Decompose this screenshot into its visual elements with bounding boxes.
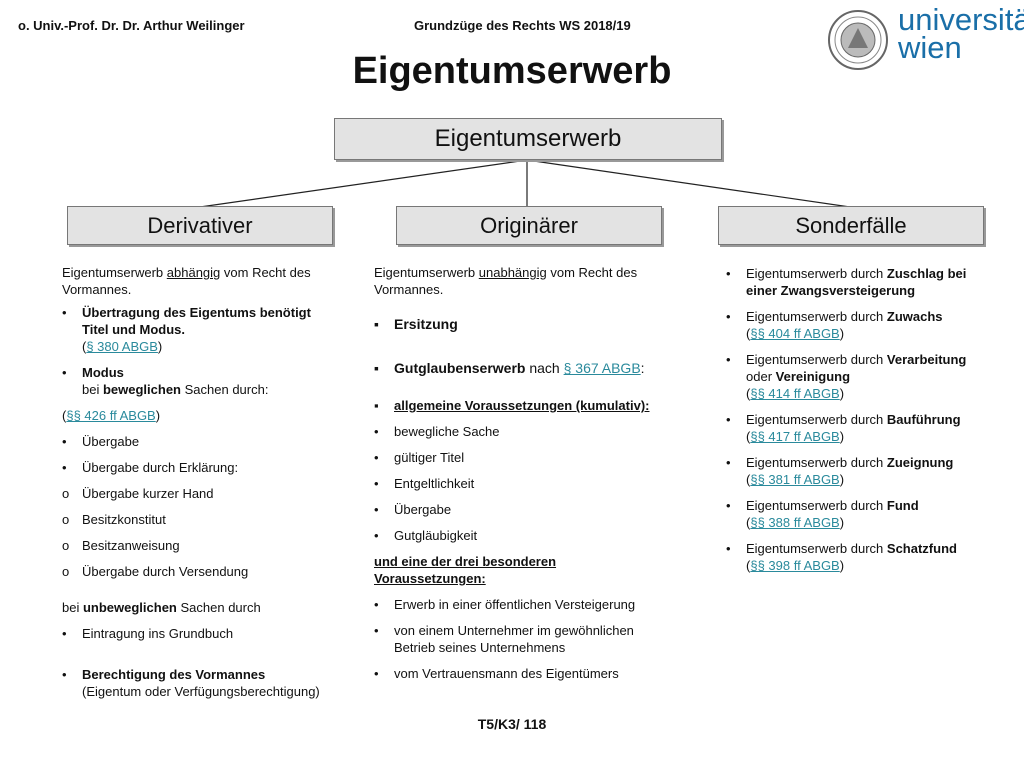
- bullet-icon: •: [374, 450, 379, 465]
- root-node: Eigentumserwerb: [334, 118, 722, 160]
- bullet-icon: •: [62, 667, 67, 682]
- branch-originaer: Originärer: [396, 206, 662, 245]
- header-author: o. Univ.-Prof. Dr. Dr. Arthur Weilinger: [18, 18, 245, 33]
- link-398-abgb[interactable]: §§ 398 ff ABGB: [750, 558, 840, 573]
- bullet-icon: •: [726, 412, 731, 427]
- link-380-abgb[interactable]: § 380 ABGB: [86, 339, 158, 354]
- originaer-intro: Eigentumserwerb unabhängig vom Recht des…: [374, 265, 638, 297]
- bullet-icon: •: [374, 424, 379, 439]
- list-item: •Eigentumserwerb durch Zueignung(§§ 381 …: [726, 455, 954, 487]
- list-item: •vom Vertrauensmann des Eigentümers: [374, 666, 619, 681]
- derivativ-intro: Eigentumserwerb abhängig vom Recht des V…: [62, 265, 311, 297]
- derivativ-column: Eigentumserwerb abhängig vom Recht des V…: [62, 264, 324, 709]
- list-item: ▪Ersitzung: [374, 316, 458, 332]
- link-388-abgb[interactable]: §§ 388 ff ABGB: [750, 515, 840, 530]
- bullet-icon: •: [374, 476, 379, 491]
- connector-derivativ: [199, 159, 528, 208]
- page-title: Eigentumserwerb: [352, 50, 672, 92]
- list-item: •Berechtigung des Vormannes(Eigentum ode…: [62, 667, 320, 699]
- circle-bullet-icon: o: [62, 486, 70, 501]
- list-item: •Eigentumserwerb durch Bauführung (§§ 41…: [726, 412, 961, 444]
- bullet-icon: •: [62, 460, 67, 475]
- bullet-icon: •: [374, 597, 379, 612]
- list-item: • Modus bei beweglichen Sachen durch:: [62, 365, 269, 397]
- bullet-icon: •: [726, 309, 731, 324]
- link-414-abgb[interactable]: §§ 414 ff ABGB: [750, 386, 840, 401]
- link-381-abgb[interactable]: §§ 381 ff ABGB: [750, 472, 840, 487]
- list-item: •Entgeltlichkeit: [374, 476, 475, 491]
- list-item: •Eintragung ins Grundbuch: [62, 626, 234, 641]
- list-item: •bewegliche Sache: [374, 424, 500, 439]
- link-367-abgb[interactable]: § 367 ABGB: [563, 360, 641, 376]
- originaer-special: und eine der drei besonderen Voraussetzu…: [374, 554, 557, 586]
- bullet-icon: •: [726, 266, 731, 281]
- square-bullet-icon: ▪: [374, 316, 379, 332]
- circle-bullet-icon: o: [62, 538, 70, 553]
- bullet-icon: •: [374, 528, 379, 543]
- sonder-column: •Eigentumserwerb durch Zuschlag bei eine…: [726, 265, 971, 583]
- list-item: •Erwerb in einer öffentlichen Versteiger…: [374, 597, 636, 612]
- logo-line1: universität: [898, 2, 1024, 37]
- list-item: •von einem Unternehmer im gewöhnlichen B…: [374, 623, 634, 655]
- derivativ-ref: (§§ 426 ff ABGB): [62, 408, 161, 423]
- branch-derivativ: Derivativer: [67, 206, 333, 245]
- list-item: • Übertragung des Eigentums benötigt Tit…: [62, 305, 311, 354]
- header-course: Grundzüge des Rechts WS 2018/19: [414, 18, 631, 33]
- list-item: •Übergabe durch Erklärung:: [62, 460, 239, 475]
- link-426-abgb[interactable]: §§ 426 ff ABGB: [66, 408, 156, 423]
- circle-bullet-icon: o: [62, 512, 70, 527]
- square-bullet-icon: ▪: [374, 360, 379, 376]
- connector-sonder: [526, 159, 851, 208]
- bullet-icon: •: [62, 434, 67, 449]
- bullet-icon: •: [62, 305, 67, 320]
- bullet-icon: •: [374, 502, 379, 517]
- bullet-icon: •: [62, 365, 67, 380]
- circle-bullet-icon: o: [62, 564, 70, 579]
- slide-number: T5/K3/ 118: [477, 716, 547, 732]
- originaer-column: Eigentumserwerb unabhängig vom Recht des…: [374, 264, 684, 691]
- derivativ-immo: bei unbeweglichen Sachen durch: [62, 600, 261, 615]
- bullet-icon: •: [726, 498, 731, 513]
- square-bullet-icon: ▪: [374, 398, 379, 413]
- list-item: •Eigentumserwerb durch Zuschlag bei eine…: [726, 266, 967, 298]
- list-item: ▪allgemeine Voraussetzungen (kumulativ):: [374, 398, 650, 413]
- bullet-icon: •: [374, 666, 379, 681]
- list-item: •Eigentumserwerb durch Zuwachs(§§ 404 ff…: [726, 309, 943, 341]
- list-item: •Übergabe: [374, 502, 452, 517]
- list-item: •gültiger Titel: [374, 450, 465, 465]
- list-item: ▪Gutglaubenserwerb nach § 367 ABGB:: [374, 360, 645, 376]
- branch-sonderfaelle: Sonderfälle: [718, 206, 984, 245]
- university-logo: universität wien: [898, 2, 1024, 65]
- bullet-icon: •: [374, 623, 379, 638]
- bullet-icon: •: [62, 626, 67, 641]
- link-404-abgb[interactable]: §§ 404 ff ABGB: [750, 326, 840, 341]
- list-item: •Übergabe: [62, 434, 140, 449]
- logo-line2: wien: [898, 30, 962, 65]
- list-item: •Eigentumserwerb durch Schatzfund (§§ 39…: [726, 541, 957, 573]
- bullet-icon: •: [726, 352, 731, 367]
- list-item: •Eigentumserwerb durch Fund(§§ 388 ff AB…: [726, 498, 919, 530]
- list-item: •Eigentumserwerb durch Verarbeitung oder…: [726, 352, 967, 401]
- university-seal-icon: [828, 10, 888, 70]
- list-item: •Gutgläubigkeit: [374, 528, 478, 543]
- bullet-icon: •: [726, 455, 731, 470]
- link-417-abgb[interactable]: §§ 417 ff ABGB: [750, 429, 840, 444]
- bullet-icon: •: [726, 541, 731, 556]
